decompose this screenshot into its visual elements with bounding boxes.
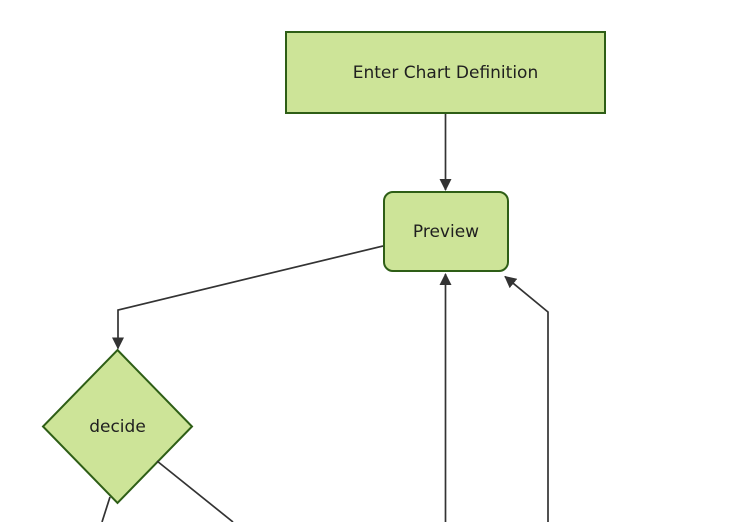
node-decide-label: decide [43,412,192,442]
edge-bottom-right-to-preview [504,275,549,522]
node-enter-chart-definition: Enter Chart Definition [285,31,606,114]
edge-decide-to-bottom-right [156,460,234,522]
node-preview-label: Preview [412,221,480,242]
edge-decide-to-bottom-left [101,496,111,522]
node-enter-chart-definition-label: Enter Chart Definition [352,62,539,83]
edge-preview-to-decide [112,245,384,350]
node-preview: Preview [383,191,509,272]
node-decide-label-text: decide [89,417,146,437]
node-decide-shape [41,348,194,505]
